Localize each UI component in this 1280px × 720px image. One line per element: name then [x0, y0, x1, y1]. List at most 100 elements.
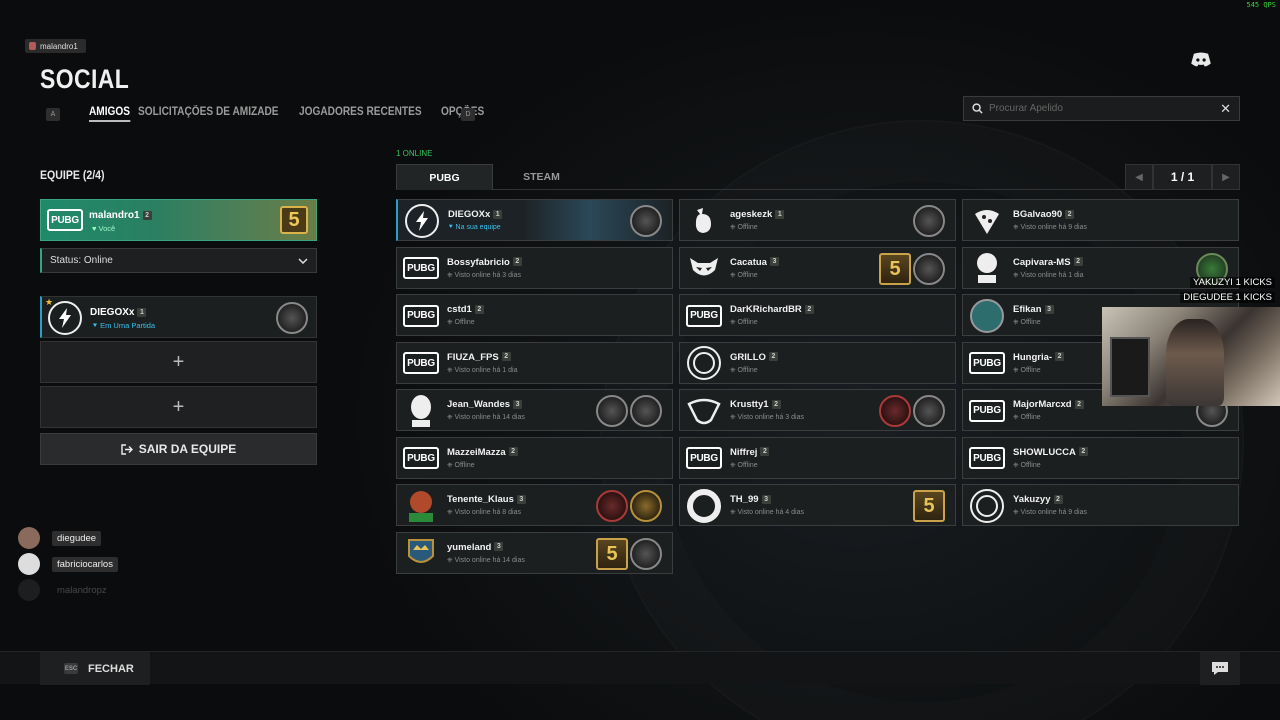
status-icon: ⎈ [447, 509, 455, 516]
social-tabs: AMIGOS SOLICITAÇÕES DE AMIZADE JOGADORES… [89, 106, 484, 122]
discord-icon[interactable] [1190, 52, 1212, 68]
friend-status-text: Offline [737, 224, 758, 231]
friend-status: ⎈ Offline [730, 367, 758, 375]
leave-team-button[interactable]: SAIR DA EQUIPE [40, 433, 317, 465]
friend-level: 2 [508, 447, 518, 457]
avatar [18, 553, 40, 575]
pubg-logo-icon: PUBG [403, 252, 439, 285]
friend-status: ⎈ Offline [730, 319, 758, 327]
friend-status-text: Visto online há 9 dias [1020, 224, 1087, 231]
crown-icon [403, 537, 439, 570]
friend-name: Yakuzyy [1013, 494, 1051, 505]
friend-name: TH_99 [730, 494, 759, 505]
add-member-slot-2[interactable]: + [40, 386, 317, 428]
add-member-slot-1[interactable]: + [40, 341, 317, 383]
friend-name: MajorMarcxd [1013, 399, 1072, 410]
pubg-logo-icon: PUBG [969, 394, 1005, 427]
close-button[interactable]: ESC FECHAR [40, 652, 150, 685]
pagination: ◀ 1 / 1 ▶ [1125, 164, 1240, 190]
friend-status: ⎈ Offline [730, 462, 758, 470]
download-icon: ⯆ [448, 224, 456, 231]
medal-emblem-icon [913, 252, 945, 285]
friend-emblems: 5 [879, 252, 945, 285]
mito-icon [969, 252, 1005, 285]
friend-level: 3 [513, 399, 523, 409]
five-emblem-icon: 5 [913, 490, 945, 522]
page-title: SOCIAL [40, 64, 130, 94]
tab-jogadores-recentes[interactable]: JOGADORES RECENTES [299, 106, 422, 118]
tab-steam[interactable]: STEAM [523, 171, 560, 183]
mask-icon [403, 394, 439, 427]
next-page-button[interactable]: ▶ [1212, 164, 1240, 190]
friend-emblems: 5 [596, 537, 662, 570]
friend-level: 3 [761, 494, 771, 504]
status-dropdown[interactable]: Status: Online [40, 248, 317, 273]
friend-status: ⎈ Visto online há 9 dias [1013, 224, 1087, 232]
status-icon: ⎈ [447, 366, 455, 374]
recent-player-2[interactable]: fabriciocarlos [18, 553, 118, 575]
friend-name: Krustty1 [730, 399, 769, 410]
tier-five-icon: 5 [280, 206, 308, 234]
medal-emblem-icon [630, 395, 662, 427]
friend-name: Jean_Wandes [447, 399, 511, 410]
pubg-logo-icon: PUBG [686, 299, 722, 332]
recent-player-1[interactable]: diegudee [18, 527, 102, 549]
friend-status: ⎈ Visto online há 8 dias [447, 509, 521, 517]
crosshair-icon [969, 488, 1005, 523]
tab-amigos[interactable]: AMIGOS [89, 106, 131, 122]
tab-pubg[interactable]: PUBG [396, 164, 493, 190]
friend-status-text: Offline [737, 319, 758, 326]
member-level: 1 [137, 307, 147, 317]
status-icon: ⎈ [730, 224, 738, 231]
friend-status-text: Offline [454, 319, 475, 326]
self-level: 2 [142, 210, 152, 220]
friend-name: FIUZA_FPS [447, 351, 499, 363]
friend-status: ⎈ Visto online há 14 dias [447, 414, 525, 422]
recent-player-3[interactable]: malandropz [18, 579, 112, 601]
search-input[interactable] [989, 103, 1215, 114]
chat-button[interactable] [1200, 652, 1240, 685]
friend-status: ⎈ Visto online há 9 dias [1013, 509, 1087, 517]
prev-page-button[interactable]: ◀ [1125, 164, 1153, 190]
kick-notice-2: DIEGUDEE 1 KICKS [1180, 292, 1275, 303]
nav-key-left: A [46, 108, 60, 121]
self-name: malandro1 [89, 210, 140, 221]
friend-status-text: Offline [1020, 319, 1041, 326]
clear-search-icon[interactable]: ✕ [1220, 100, 1231, 116]
gold-emblem-icon [630, 490, 662, 522]
tab-solicitacoes[interactable]: SOLICITAÇÕES DE AMIZADE [137, 106, 279, 118]
friend-level: 2 [1074, 399, 1084, 409]
spade-emblem-icon [630, 205, 662, 237]
pubg-logo-icon: PUBG [403, 299, 439, 332]
donut-icon [686, 488, 722, 523]
